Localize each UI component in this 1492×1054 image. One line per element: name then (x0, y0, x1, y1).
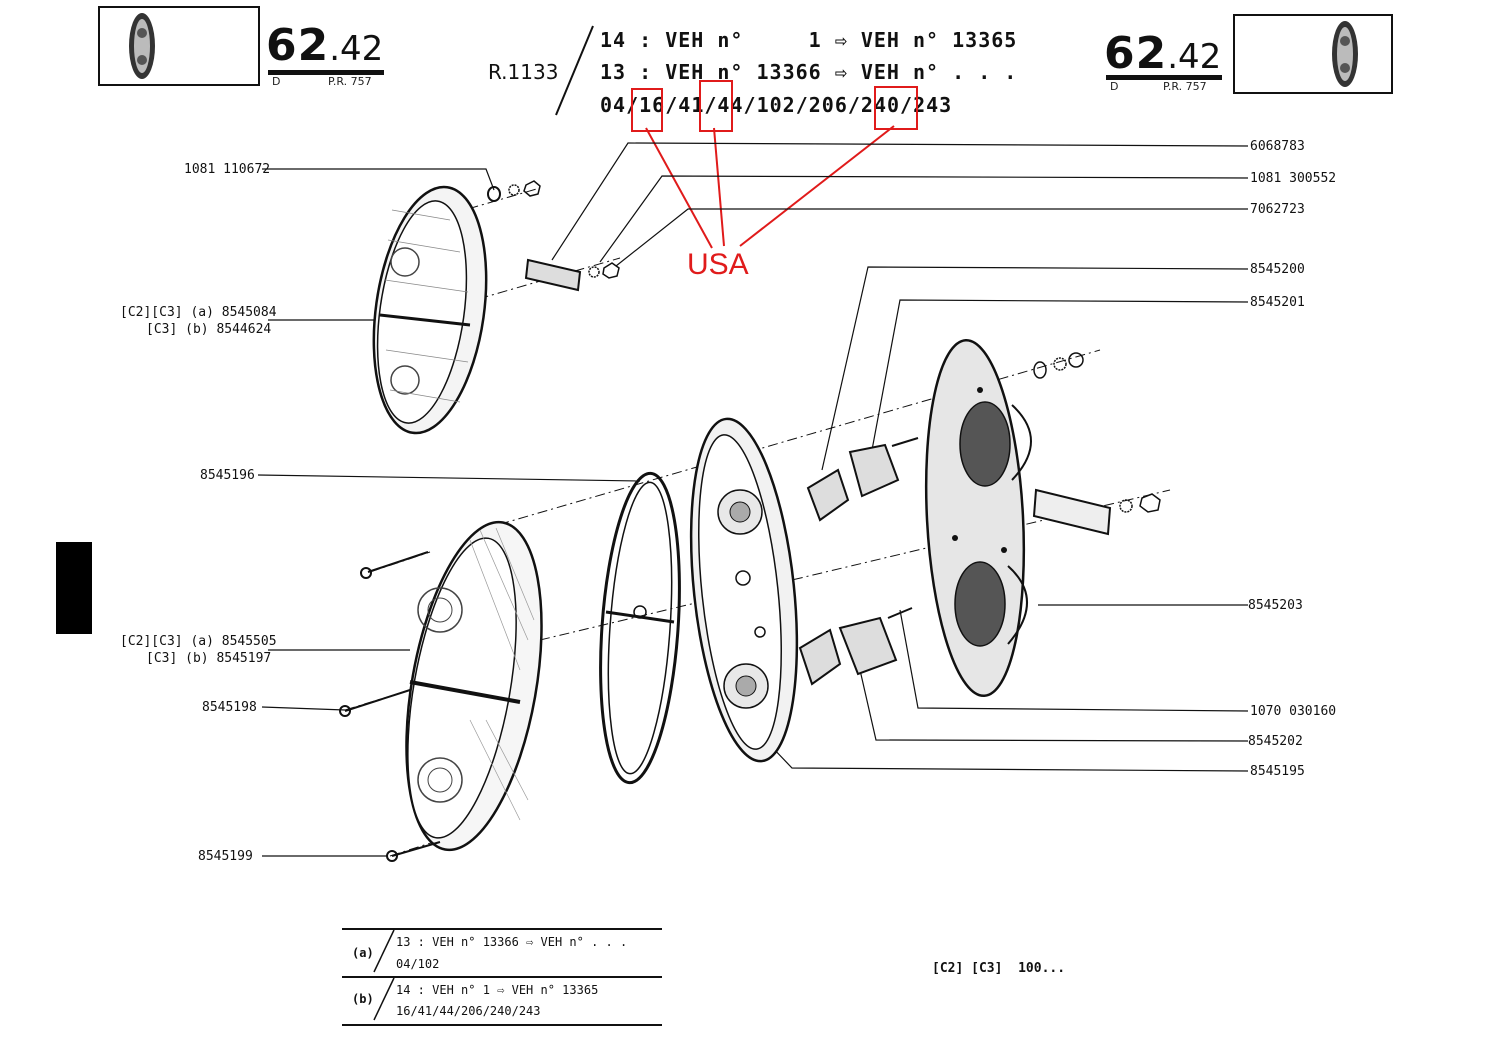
main-lens (405, 520, 543, 852)
leader-lines-right (551, 142, 1249, 772)
section-tab-marker (56, 542, 92, 634)
part-label-8545200: 8545200 (1250, 262, 1305, 277)
header-line-1: 14 : VEH n° 1 ⇨ VEH n° 13365 (600, 28, 1018, 52)
part-label-8545201: 8545201 (1250, 295, 1305, 310)
part-label-6068783: 6068783 (1250, 139, 1305, 154)
upper-hardware (487, 180, 620, 292)
lamp-body (689, 417, 799, 763)
leader-lines-left (257, 168, 641, 857)
highlight-box-44 (699, 80, 733, 132)
legend-key-b: (b) (352, 992, 374, 1006)
part-label-8545197: [C3] (b) 8545197 (146, 651, 272, 666)
reference-code: R.1133 (488, 60, 559, 84)
part-label-8545195: 8545195 (1250, 764, 1305, 779)
bulb-holders (798, 437, 919, 686)
thumbnail-left (98, 6, 260, 86)
header-line-2: 13 : VEH n° 13366 ⇨ VEH n° . . . (600, 60, 1018, 84)
upper-lamp-assembly (372, 185, 488, 435)
part-label-8545199: 8545199 (198, 849, 253, 864)
legend-a-line1: 13 : VEH n° 13366 ⇨ VEH n° . . . (396, 935, 628, 949)
part-label-8545196: 8545196 (200, 468, 255, 483)
part-label-8545198: 8545198 (202, 700, 257, 715)
corner-letter-right: D (1110, 80, 1119, 93)
usa-label: USA (687, 248, 749, 281)
part-label-8545202: 8545202 (1248, 734, 1303, 749)
usa-pointer-243 (739, 125, 895, 247)
part-label-1081300552: 1081 300552 (1250, 171, 1337, 186)
part-label-7062723: 7062723 (1250, 202, 1305, 217)
pr-code-right: P.R. 757 (1163, 80, 1207, 93)
lens-screws (339, 551, 441, 862)
pr-code-left: P.R. 757 (328, 75, 372, 88)
legend-a-line2: 04/102 (396, 957, 440, 971)
part-label-8544624: [C3] (b) 8544624 (146, 322, 272, 337)
header-slash (555, 25, 594, 116)
page-number-underline (268, 70, 384, 75)
legend-key-a: (a) (352, 946, 374, 960)
corner-letter-left: D (272, 75, 281, 88)
page-number-right: 62.42 (1104, 28, 1222, 79)
usa-pointer-lines (645, 125, 895, 249)
taillight-thumbnail-icon (129, 13, 155, 79)
thumbnail-right (1233, 14, 1393, 94)
page-number-underline (1106, 75, 1222, 80)
part-label-8545084: [C2][C3] (a) 8545084 (120, 305, 277, 320)
part-label-8545505: [C2][C3] (a) 8545505 (120, 634, 277, 649)
usa-pointer-16 (645, 127, 713, 249)
part-label-8545203: 8545203 (1248, 598, 1303, 613)
legend-b-line1: 14 : VEH n° 1 ⇨ VEH n° 13365 (396, 983, 599, 997)
back-plate (924, 338, 1032, 698)
gasket (599, 471, 681, 785)
highlight-box-243 (874, 86, 918, 130)
footnote-models: [C2] [C3] 100... (932, 961, 1066, 976)
usa-pointer-44 (713, 127, 725, 247)
back-hardware (1032, 352, 1161, 536)
part-label-1070030160: 1070 030160 (1250, 704, 1337, 719)
part-label-1081110672: 1081 110672 (184, 162, 271, 177)
page-number-left: 62.42 (266, 20, 384, 71)
taillight-thumbnail-icon (1332, 21, 1358, 87)
legend-b-line2: 16/41/44/206/240/243 (396, 1004, 541, 1018)
